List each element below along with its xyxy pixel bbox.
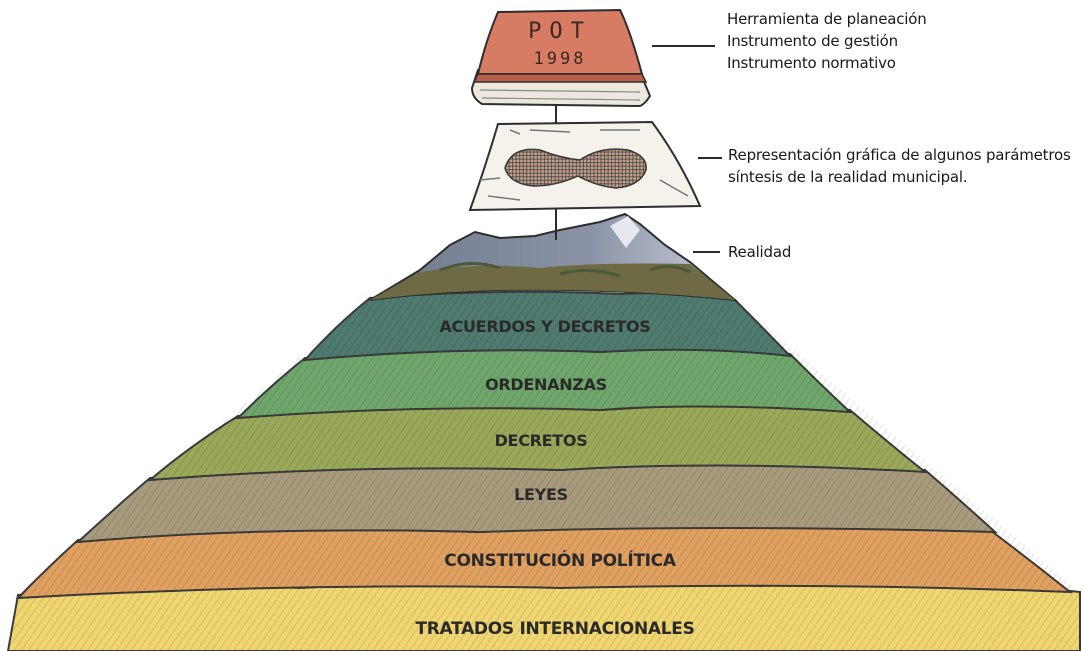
layer-label-ordenanzas: ORDENANZAS [485, 375, 607, 394]
pot-book: POT 1998 [470, 8, 652, 108]
layer-label-leyes: LEYES [514, 485, 568, 504]
book-year: 1998 [534, 49, 587, 69]
layer-label-decretos: DECRETOS [495, 431, 588, 450]
layer-label-tratados-internacionales: TRATADOS INTERNACIONALES [415, 619, 694, 639]
reality-annotation: Realidad [728, 241, 791, 263]
layer-label-acuerdos-y-decretos: ACUERDOS Y DECRETOS [439, 317, 650, 336]
pyramid-texture [8, 291, 1080, 651]
pot-annotation: Herramienta de planeación Instrumento de… [727, 8, 927, 74]
map-annotation-line: síntesis de la realidad municipal. [728, 168, 968, 186]
map-annotation: Representación gráfica de algunos paráme… [728, 144, 1071, 188]
map-annotation-line: Representación gráfica de algunos paráme… [728, 146, 1071, 164]
reality-label: Realidad [728, 243, 792, 261]
reality-mountains [369, 212, 739, 302]
pot-annotation-line: Instrumento normativo [727, 54, 896, 72]
pot-annotation-line: Herramienta de planeación [727, 10, 927, 28]
layer-label-constitucion-politica: CONSTITUCIÓN POLÍTICA [444, 549, 677, 571]
map-sheet [468, 120, 702, 212]
book-title: POT [528, 19, 592, 44]
pot-annotation-line: Instrumento de gestión [727, 32, 898, 50]
